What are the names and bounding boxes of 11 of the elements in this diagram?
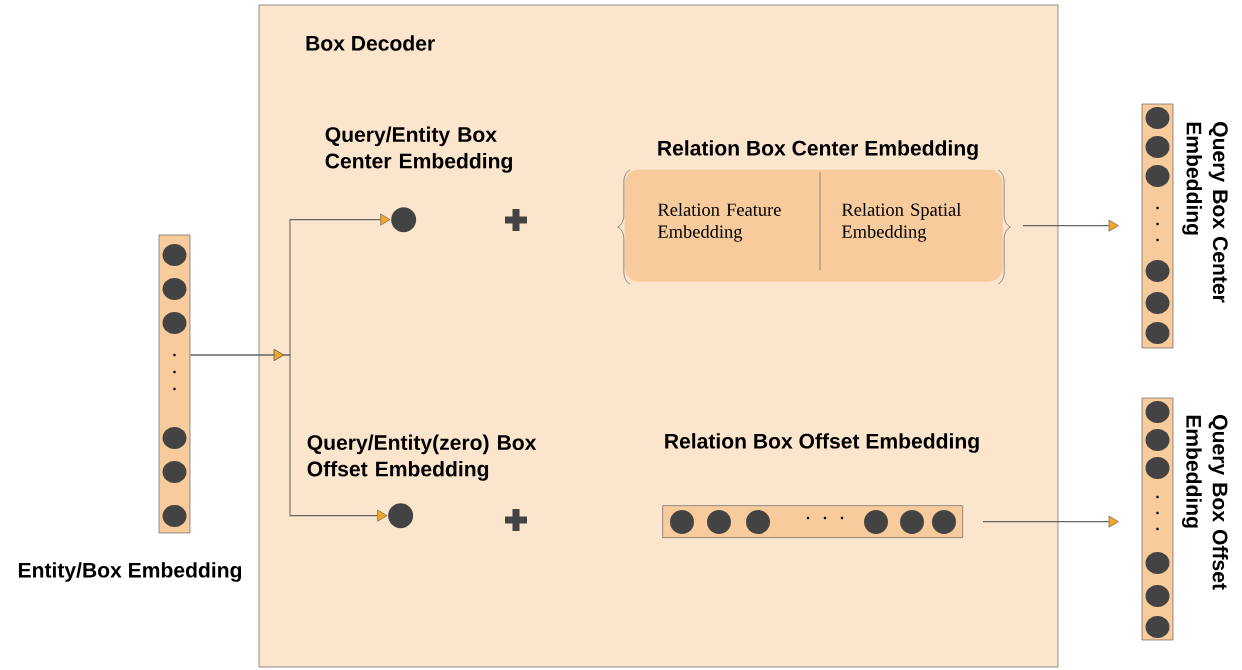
arrow	[982, 515, 1119, 528]
dot-heading: Query/Entity Box Center Embedding	[325, 126, 512, 173]
panel-heading: Box Decoder	[306, 35, 435, 51]
vector-label: Query Box Center Embedding	[1182, 122, 1228, 303]
vector-label: Query Box Offset Embedding	[1181, 415, 1229, 590]
arrow	[1022, 219, 1119, 232]
dot-heading: Query/Entity(zero) Box Offset Embedding	[307, 434, 537, 481]
vector-heading: Relation Box Offset Embedding	[665, 433, 979, 453]
vector-label: Entity/Box Embedding	[18, 562, 242, 582]
arrow	[189, 349, 388, 522]
box-heading: Relation Box Center Embedding	[658, 140, 978, 160]
